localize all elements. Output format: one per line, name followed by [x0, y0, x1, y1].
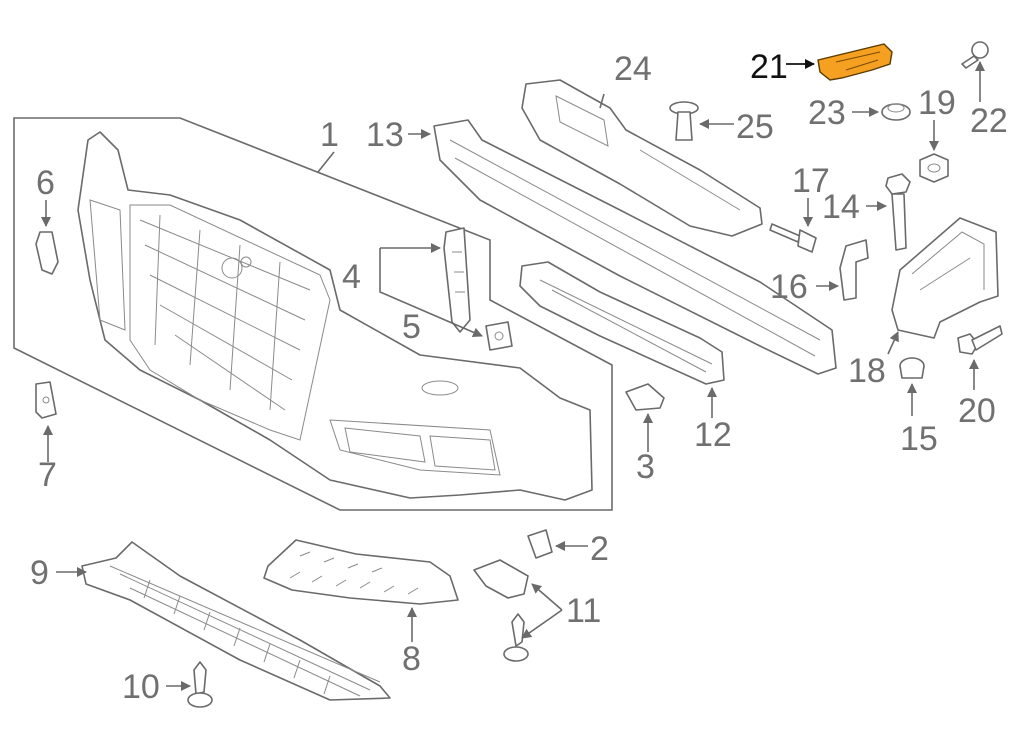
callout-11: 11 [566, 592, 601, 630]
callout-19: 19 [918, 84, 956, 122]
callout-22: 22 [970, 102, 1008, 140]
part-17-rivet [769, 223, 817, 253]
part-16-bracket [839, 239, 869, 301]
callout-17: 17 [792, 162, 830, 200]
part-25-push-clip [669, 101, 699, 141]
callout-9: 9 [30, 554, 49, 592]
callout-13: 13 [366, 116, 404, 154]
callout-4: 4 [342, 258, 361, 296]
callout-14: 14 [822, 188, 860, 226]
part-11-screw [503, 613, 529, 662]
part-23-nut [881, 103, 911, 121]
callout-2: 2 [590, 530, 609, 568]
part-21-bracket-highlight [817, 43, 893, 81]
callout-5: 5 [402, 308, 421, 346]
part-9-undertray [81, 541, 391, 701]
leader-lines [41, 59, 985, 691]
part-19-nut [919, 153, 949, 183]
callout-20: 20 [958, 392, 996, 430]
callout-12: 12 [694, 416, 732, 454]
part-13-reinforcement-bar [433, 119, 837, 375]
callout-1: 1 [320, 116, 339, 154]
callout-21: 21 [750, 48, 788, 86]
part-11-bracket [473, 559, 529, 599]
callout-3: 3 [636, 448, 655, 486]
callout-24: 24 [614, 50, 652, 88]
bumper-cover [77, 131, 593, 501]
part-15-nut [899, 357, 925, 379]
callout-23: 23 [808, 94, 846, 132]
callout-10: 10 [122, 668, 160, 706]
callout-25: 25 [736, 108, 774, 146]
part-7-plate [35, 381, 57, 419]
part-5-clip [485, 321, 513, 351]
callout-6: 6 [36, 164, 55, 202]
part-8-grille-insert [263, 539, 459, 605]
part-14-bolt [885, 173, 911, 251]
part-18-mount-bracket [891, 217, 999, 339]
callout-numbers: 1 2 3 4 5 6 7 8 9 10 11 12 13 14 15 16 1… [30, 48, 1008, 706]
part-4-bracket [443, 227, 471, 333]
callout-18: 18 [848, 352, 886, 390]
part-3-clip [625, 383, 665, 411]
part-2-clip [527, 529, 553, 559]
callout-15: 15 [900, 420, 938, 458]
part-12-absorber [519, 261, 725, 385]
part-20-bolt [957, 325, 1003, 355]
callout-8: 8 [402, 640, 421, 678]
callout-7: 7 [38, 456, 57, 494]
part-6-lamp-cover [35, 231, 59, 275]
part-10-screw [187, 661, 213, 708]
part-24-upper-shield [521, 79, 763, 237]
callout-16: 16 [770, 268, 808, 306]
part-22-screw [961, 41, 989, 69]
